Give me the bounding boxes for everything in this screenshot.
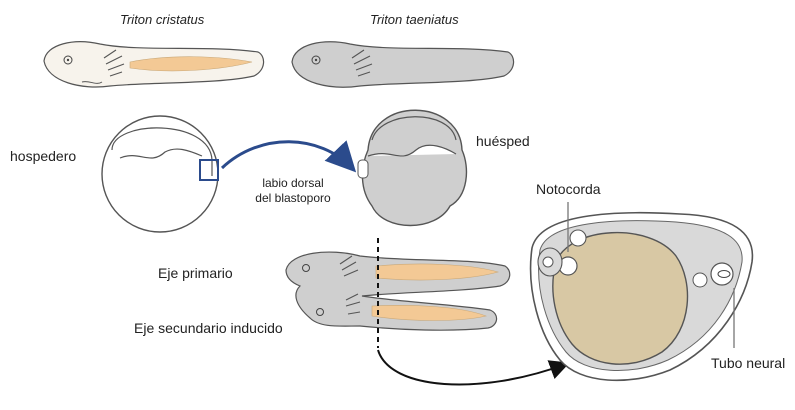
- transplant-arrow: [222, 142, 352, 168]
- guest-embryo: [358, 110, 466, 225]
- dorsal-lip-line-1: labio dorsal: [238, 176, 348, 191]
- species-label-taeniatus: Triton taeniatus: [370, 12, 459, 28]
- host-label: hospedero: [10, 148, 76, 164]
- larva-triton-taeniatus: [292, 42, 514, 87]
- cross-section: [531, 202, 753, 380]
- species-label-cristatus: Triton cristatus: [120, 12, 204, 28]
- neural-tube-label: Tubo neural: [711, 355, 785, 371]
- host-embryo: [102, 116, 218, 232]
- section-arrow: [378, 350, 566, 385]
- larva-triton-cristatus: [44, 42, 264, 87]
- induced-larva: [286, 252, 510, 330]
- dorsal-lip-line-2: del blastoporo: [238, 191, 348, 206]
- guest-label: huésped: [476, 133, 530, 149]
- dorsal-lip-label: labio dorsal del blastoporo: [238, 176, 348, 206]
- primary-axis-label: Eje primario: [158, 265, 233, 281]
- notochord-label: Notocorda: [536, 181, 601, 197]
- secondary-axis-label: Eje secundario inducido: [134, 320, 283, 336]
